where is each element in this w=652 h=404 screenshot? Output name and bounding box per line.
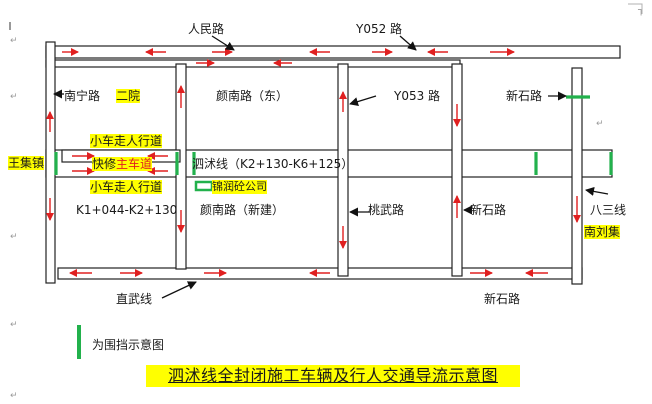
label-nanliu: 南刘集 bbox=[584, 225, 621, 239]
callout-arrow bbox=[161, 281, 197, 299]
label-renmin-road: 人民路 bbox=[188, 22, 225, 36]
paragraph-mark: ↵ bbox=[596, 119, 604, 129]
label-kuaixiu-lane: 快修主车道 bbox=[92, 157, 153, 171]
road-xinshi bbox=[451, 63, 463, 277]
paragraph-mark: ↵ bbox=[10, 92, 18, 102]
label-y053-road: Y053 路 bbox=[394, 89, 441, 103]
label-eryuan: 二院 bbox=[116, 89, 141, 103]
label-yannan-east: 颜南路（东） bbox=[216, 89, 289, 103]
page-corner-glyph: ┐ bbox=[638, 5, 645, 16]
callout-arrow bbox=[585, 187, 609, 196]
label-xinshi-mid: 新石路 bbox=[470, 203, 507, 217]
label-taowu-road: 桃武路 bbox=[368, 203, 405, 217]
label-jinrun-company: 锦润砼公司 bbox=[212, 180, 267, 194]
paragraph-mark: ↵ bbox=[10, 320, 18, 330]
diagram-title: 泗沭线全封闭施工车辆及行人交通导流示意图 bbox=[146, 365, 520, 387]
label-yannan-new: 颜南路（新建） bbox=[200, 203, 285, 217]
label-small-car-bottom: 小车走人行道 bbox=[90, 180, 163, 194]
road-basan bbox=[571, 67, 583, 285]
legend-label: 为围挡示意图 bbox=[92, 338, 165, 352]
road-yannan-upper bbox=[45, 59, 461, 68]
page-corner-mark bbox=[628, 3, 643, 14]
label-nanning-road: 南宁路 bbox=[64, 89, 101, 103]
label-xinshi-top: 新石路 bbox=[506, 89, 543, 103]
label-zhiwu-line: 直武线 bbox=[116, 292, 153, 306]
label-small-car-top: 小车走人行道 bbox=[90, 134, 163, 148]
label-y052-road: Y052 路 bbox=[356, 22, 403, 36]
callout-arrow bbox=[349, 95, 377, 106]
barrier-jinrun-box bbox=[194, 180, 214, 192]
legend-barrier-swatch bbox=[77, 325, 81, 359]
road-renmin-y052 bbox=[45, 45, 621, 59]
label-xinshi-bottom: 新石路 bbox=[484, 292, 521, 306]
paragraph-mark: ↵ bbox=[10, 36, 18, 46]
label-sishu-line: 泗沭线（K2+130-K6+125） bbox=[192, 157, 354, 171]
label-k1-range: K1+044-K2+130 bbox=[76, 203, 178, 217]
label-basan-line: 八三线 bbox=[590, 203, 627, 217]
road-taowu bbox=[337, 63, 349, 277]
paragraph-mark: ↵ bbox=[10, 391, 18, 401]
label-wangji: 王集镇 bbox=[8, 156, 45, 170]
road-nanning bbox=[45, 41, 56, 284]
callout-arrow bbox=[399, 35, 417, 51]
callout-arrow bbox=[211, 35, 235, 51]
paragraph-mark: ↵ bbox=[10, 232, 18, 242]
